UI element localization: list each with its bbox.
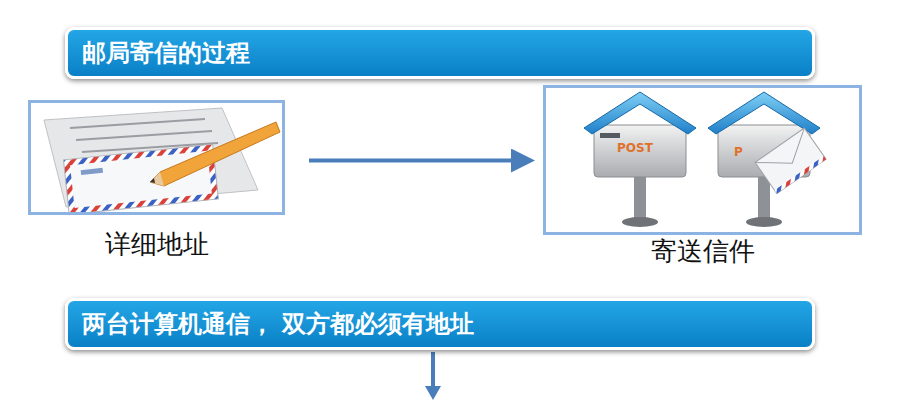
box-caption: 详细地址 [105, 227, 209, 262]
down-arrow [425, 352, 441, 400]
svg-text:P: P [734, 145, 743, 159]
flow-arrow [309, 159, 527, 163]
airmail-envelope [63, 144, 218, 214]
title-band: 邮局寄信的过程 [65, 27, 815, 79]
mailbox: P [708, 92, 826, 227]
mailbox [584, 92, 696, 227]
band-title: 两台计算机通信， 双方都必须有地址 [82, 308, 474, 340]
box-caption: 寄送信件 [651, 234, 755, 269]
mailbox-label: POST [617, 141, 653, 155]
heading-band: 两台计算机通信， 双方都必须有地址 [65, 298, 815, 350]
band-title: 邮局寄信的过程 [82, 37, 250, 69]
image-box: 详细地址 [28, 100, 285, 215]
pencil [150, 122, 280, 186]
image-box: 寄送信件 [543, 85, 862, 235]
